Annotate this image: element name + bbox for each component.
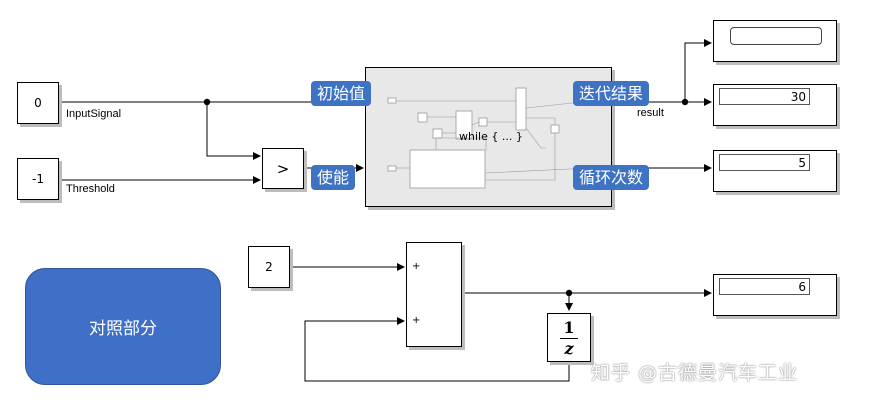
top-display-value <box>730 27 822 45</box>
threshold-label: Threshold <box>66 183 115 195</box>
unit-delay-numerator: 1 <box>563 318 575 337</box>
input-signal-constant[interactable]: 0 <box>17 82 59 124</box>
result-display-block[interactable]: 30 <box>713 84 837 126</box>
unit-delay-block[interactable]: 1 z <box>547 313 591 362</box>
subsystem-preview-icon <box>387 87 600 189</box>
unit-delay-fraction-bar <box>560 338 578 339</box>
bottom-display-block[interactable]: 6 <box>713 274 837 316</box>
result-display-value: 30 <box>719 88 810 105</box>
count-display-value: 5 <box>719 154 810 171</box>
bottom-display-value: 6 <box>719 278 810 295</box>
watermark-text: 知乎 @古德曼汽车工业 <box>591 362 799 384</box>
subsystem-label: while { ... } <box>459 130 523 143</box>
inport-enable-tag: 使能 <box>311 165 356 190</box>
input-signal-label: InputSignal <box>66 108 122 120</box>
outport-count-tag: 循环次数 <box>573 165 650 190</box>
count-display-block[interactable]: 5 <box>713 150 837 192</box>
unit-delay-denominator: z <box>564 339 574 358</box>
inport-initial-value-tag: 初始值 <box>311 81 372 106</box>
while-iterator-subsystem[interactable]: while { ... } <box>365 67 612 207</box>
relational-operator-block[interactable]: > <box>262 148 304 189</box>
comparison-section-label: 对照部分 <box>25 268 221 385</box>
constant-two-block[interactable]: 2 <box>248 246 290 288</box>
outport-result-tag: 迭代结果 <box>573 81 650 106</box>
sum-sign-1: + <box>412 261 421 272</box>
threshold-constant[interactable]: -1 <box>17 158 59 200</box>
result-signal-label: result <box>637 107 664 119</box>
sum-sign-2: + <box>412 315 421 326</box>
sum-block[interactable]: + + <box>406 242 462 347</box>
top-display-block[interactable] <box>713 20 837 62</box>
